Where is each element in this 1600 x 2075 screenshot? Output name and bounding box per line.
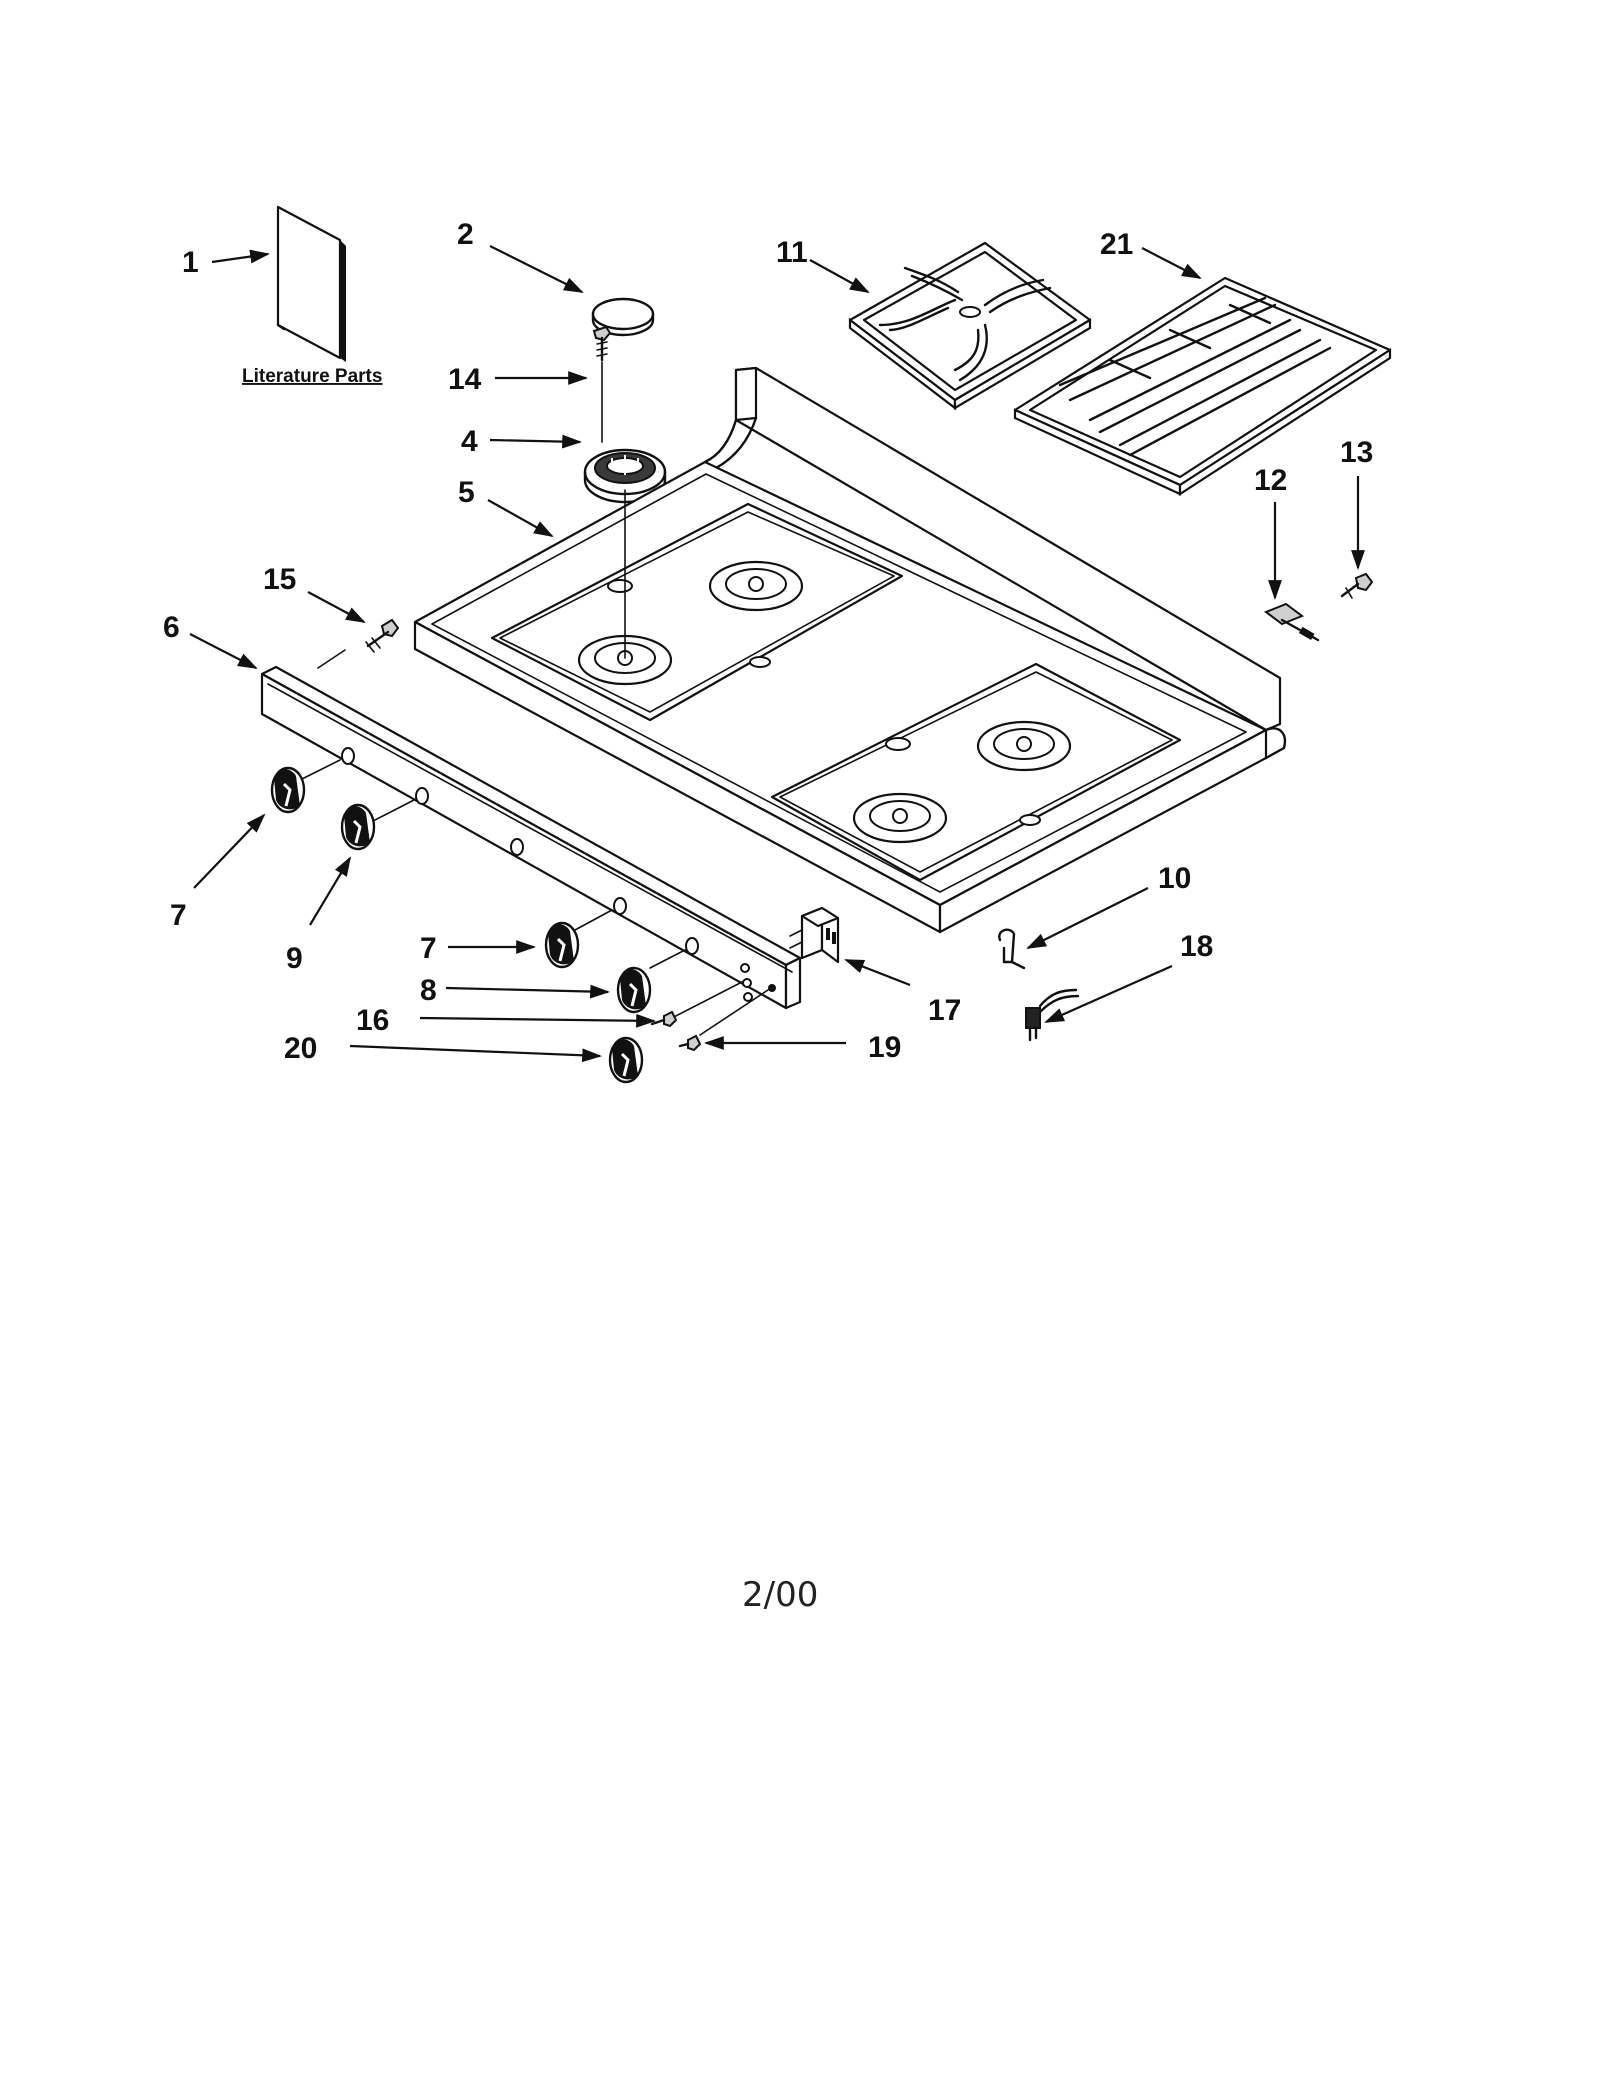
callout-10: 10 <box>1158 862 1191 895</box>
callout-20: 20 <box>284 1032 317 1065</box>
part-spark-module <box>789 906 840 964</box>
part-burner-cap <box>591 297 655 337</box>
part-cooktop <box>413 361 1287 934</box>
part-knob-7-upper <box>270 766 306 814</box>
part-screw-14 <box>592 325 612 362</box>
callout-leaders <box>189 245 1365 1063</box>
callout-21: 21 <box>1100 228 1133 261</box>
page-date-footer: 2/00 <box>742 1575 818 1615</box>
cooktop-burner-opening <box>976 720 1072 772</box>
callout-14: 14 <box>448 363 482 396</box>
part-screw-16 <box>650 1010 678 1028</box>
callout-5: 5 <box>458 476 475 509</box>
part-screw-15 <box>365 618 400 653</box>
part-screw-19 <box>678 1034 702 1052</box>
part-knob-7-lower <box>544 921 580 969</box>
part-knob-9 <box>340 803 376 851</box>
callout-15: 15 <box>263 563 296 596</box>
cooktop-burner-opening <box>708 560 804 612</box>
part-knob-8 <box>616 966 652 1014</box>
part-screw-13 <box>1340 572 1374 599</box>
callout-13: 13 <box>1340 436 1373 469</box>
callout-17: 17 <box>928 994 961 1027</box>
literature-parts-label: Literature Parts <box>242 366 382 387</box>
part-igniter <box>1263 602 1320 642</box>
cooktop-burner-opening <box>852 792 948 844</box>
callout-7-lower: 7 <box>420 932 437 965</box>
callout-16: 16 <box>356 1004 389 1037</box>
part-burner-grate-square <box>848 241 1092 411</box>
callout-1: 1 <box>182 246 199 279</box>
part-clip <box>998 928 1026 970</box>
callout-19: 19 <box>868 1031 901 1064</box>
callout-18: 18 <box>1180 930 1213 963</box>
part-knob-20 <box>608 1036 644 1084</box>
callout-9: 9 <box>286 942 303 975</box>
callout-8: 8 <box>420 974 437 1007</box>
callout-11: 11 <box>776 236 808 269</box>
part-control-panel <box>260 649 802 1036</box>
part-literature-booklet <box>276 205 346 362</box>
part-burner-grate-double <box>1013 276 1392 497</box>
part-wire-harness <box>1025 988 1080 1042</box>
callout-2: 2 <box>457 218 474 251</box>
callout-7-upper: 7 <box>170 899 187 932</box>
callout-6: 6 <box>163 611 180 644</box>
callout-4: 4 <box>461 425 478 458</box>
callout-12: 12 <box>1254 464 1287 497</box>
